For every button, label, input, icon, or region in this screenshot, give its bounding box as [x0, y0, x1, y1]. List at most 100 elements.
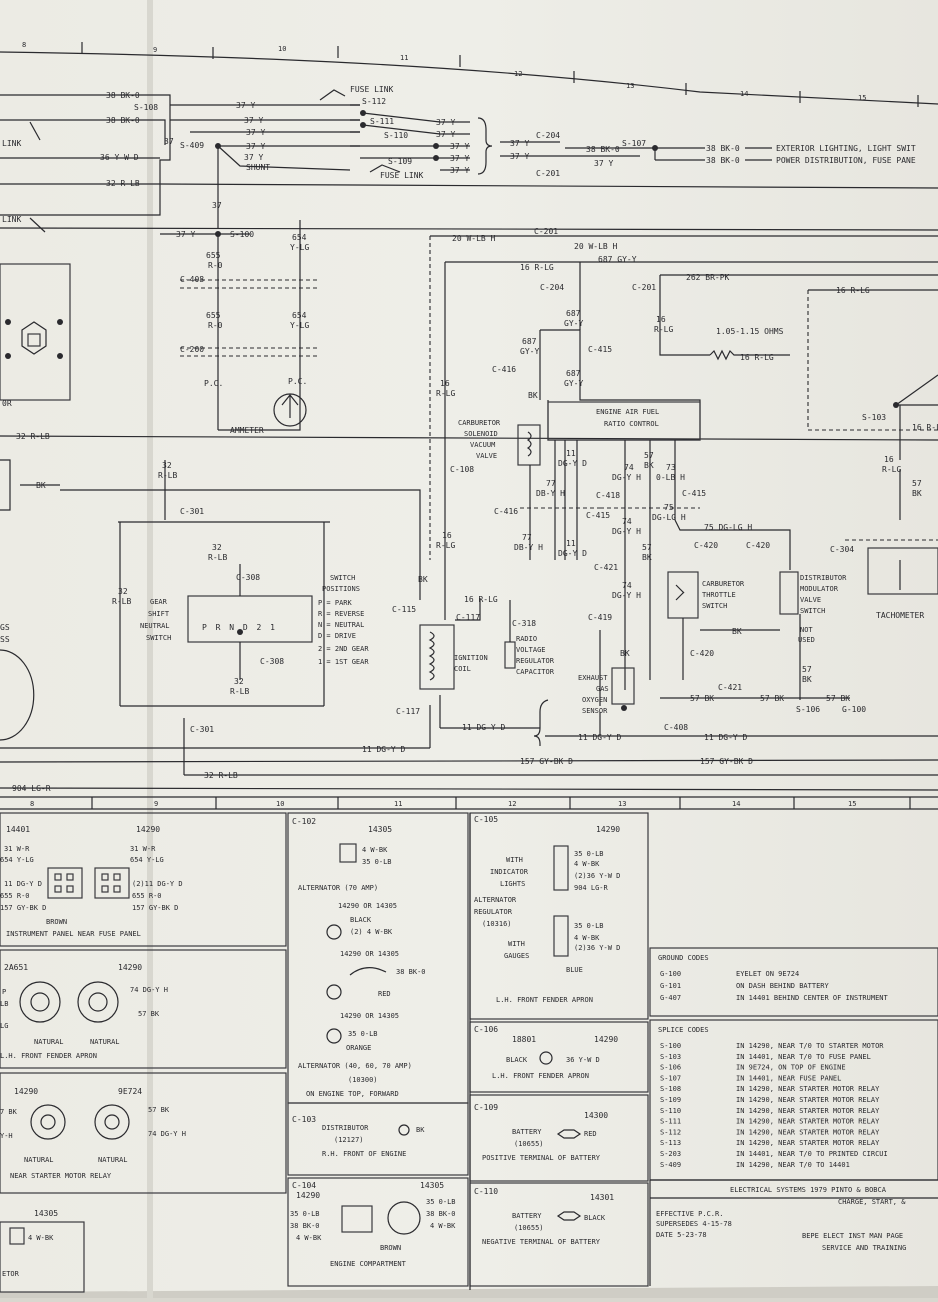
wire-label: BK: [620, 649, 630, 658]
wire-label: 38 BK-0: [706, 144, 740, 153]
wire-label: LINK: [2, 215, 21, 224]
wire-label: 904 LG-R: [12, 784, 51, 793]
wire-label: 32 R-LB: [106, 179, 140, 188]
svg-text:COIL: COIL: [454, 665, 471, 673]
svg-text:REGULATOR: REGULATOR: [516, 657, 555, 665]
connector-label: C-416: [494, 507, 518, 516]
svg-text:NATURAL: NATURAL: [24, 1156, 54, 1164]
grid-number: 9: [153, 46, 157, 54]
svg-text:ON ENGINE TOP, FORWARD: ON ENGINE TOP, FORWARD: [306, 1090, 399, 1098]
connector-c110: C-110 14301 BATTERY (10655) BLACK NEGATI…: [474, 1187, 614, 1246]
connector-p1: 14401 14290 31 W-R 654 Y-LG 11 DG-Y D 65…: [0, 825, 183, 938]
circuit-ref: POWER DISTRIBUTION, FUSE PANE: [776, 156, 916, 165]
splice-code: S-107: [660, 1074, 681, 1082]
wire-label: 37 Y: [244, 153, 263, 162]
ground-code-desc: EYELET ON 9E724: [736, 970, 799, 978]
wire-label: 37 Y: [450, 166, 469, 175]
splice-code-desc: IN 14290, NEAR STARTER MOTOR RELAY: [736, 1107, 880, 1115]
wire-label: R-LG: [654, 325, 673, 334]
wire-label: 20 W-LB H: [452, 234, 496, 243]
connector-label: C-201: [536, 169, 560, 178]
svg-text:BATTERY: BATTERY: [512, 1128, 542, 1136]
splice-label: S-100: [230, 230, 254, 239]
splice-code: S-106: [660, 1064, 681, 1072]
svg-text:ELECTRICAL SYSTEMS 1979 PINTO: ELECTRICAL SYSTEMS 1979 PINTO & BOBCA: [730, 1186, 887, 1194]
connector-label: C-415: [588, 345, 612, 354]
svg-text:4 W-BK: 4 W-BK: [574, 860, 600, 868]
connector-p4: 14305 4 W-BK ETOR: [2, 1209, 58, 1278]
wire-labels: 38 BK-0 S-108 38 BK-0 37 Y 37 Y 37 Y 37 …: [0, 85, 938, 793]
svg-text:GEAR: GEAR: [150, 598, 168, 606]
connector-label: C-301: [190, 725, 214, 734]
wire-label: BK: [644, 461, 654, 470]
connector-label: C-117: [456, 613, 480, 622]
svg-text:BLACK: BLACK: [506, 1056, 528, 1064]
svg-text:4 W-BK: 4 W-BK: [362, 846, 388, 854]
svg-text:RED: RED: [584, 1130, 597, 1138]
svg-text:14290: 14290: [136, 825, 160, 834]
connector-c109: C-109 14300 BATTERY (10655) RED POSITIVE…: [474, 1103, 608, 1162]
wire-label: 655: [206, 251, 221, 260]
splice-code: S-113: [660, 1139, 681, 1147]
grid-number: 14: [732, 800, 740, 808]
connector-label: C-201: [534, 227, 558, 236]
wire-label: 32 R-LB: [204, 771, 238, 780]
splice-code-desc: IN 14401, NEAR FUSE PANEL: [736, 1074, 841, 1082]
svg-text:74 DG-Y H: 74 DG-Y H: [130, 986, 168, 994]
connector-p3: 14290 9E724 57 BK 74 DG-Y H 7 BK Y-H NAT…: [0, 1087, 186, 1180]
svg-text:P = PARK: P = PARK: [318, 599, 353, 607]
switch-positions-legend: SWITCH POSITIONS P = PARK R = REVERSE N …: [318, 574, 369, 666]
connector-label: C-416: [492, 365, 516, 374]
wire-label: 20 W-LB H: [574, 242, 618, 251]
svg-text:(2)36 Y-W D: (2)36 Y-W D: [574, 944, 620, 952]
engine-control-section: [419, 235, 938, 746]
wire-label: SHUNT: [246, 163, 270, 172]
grid-number: 10: [278, 45, 286, 53]
svg-text:ENGINE COMPARTMENT: ENGINE COMPARTMENT: [330, 1260, 407, 1268]
wire-label: 37: [212, 201, 222, 210]
component-label: 0R: [2, 399, 12, 408]
connector-label: C-421: [718, 683, 742, 692]
svg-text:31 W-R: 31 W-R: [4, 845, 30, 853]
svg-text:CHARGE, START, &: CHARGE, START, &: [838, 1198, 906, 1206]
wire-label: 687 GY-Y: [598, 255, 637, 264]
carb-throttle-label: CARBURETOR THROTTLE SWITCH: [702, 580, 745, 610]
wire-label: DG-Y H: [612, 527, 641, 536]
wire-label: 37 Y: [450, 154, 469, 163]
ground-code: G-407: [660, 994, 681, 1002]
wire-label: 73: [666, 463, 676, 472]
svg-text:655 R-0: 655 R-0: [132, 892, 162, 900]
svg-text:OXYGEN: OXYGEN: [582, 696, 607, 704]
svg-text:BATTERY: BATTERY: [512, 1212, 542, 1220]
svg-text:35 0-LB: 35 0-LB: [574, 922, 604, 930]
ground-code: G-100: [660, 970, 681, 978]
splice-code-desc: IN 14290, NEAR T/0 TO 14401: [736, 1161, 850, 1169]
not-used-label: USED: [798, 636, 815, 644]
wire-label: 16: [884, 455, 894, 464]
svg-text:R.H. FRONT OF ENGINE: R.H. FRONT OF ENGINE: [322, 1150, 406, 1158]
splice-label: S-109: [388, 157, 412, 166]
wire-label: 157 GY-BK D: [700, 757, 753, 766]
wire-label: 655: [206, 311, 221, 320]
wire-label: 38 BK-0: [106, 116, 140, 125]
splice-label: S-111: [370, 117, 394, 126]
svg-text:4 W-BK: 4 W-BK: [296, 1234, 322, 1242]
connector-label: C-408: [180, 275, 204, 284]
wire-label: 11: [566, 539, 576, 548]
svg-text:36 Y-W D: 36 Y-W D: [566, 1056, 600, 1064]
splice-code: S-111: [660, 1118, 681, 1126]
ground-code-desc: ON DASH BEHIND BATTERY: [736, 982, 830, 990]
svg-text:ALTERNATOR (40, 60, 70 AMP): ALTERNATOR (40, 60, 70 AMP): [298, 1062, 412, 1070]
svg-text:4 W-BK: 4 W-BK: [28, 1234, 54, 1242]
svg-text:C-104: C-104: [292, 1181, 316, 1190]
svg-text:GAS: GAS: [596, 685, 609, 693]
svg-text:4 W-BK: 4 W-BK: [430, 1222, 456, 1230]
svg-text:14401: 14401: [6, 825, 30, 834]
splice-code-desc: IN 14290, NEAR STARTER MOTOR RELAY: [736, 1096, 880, 1104]
ground-codes-title: GROUND CODES: [658, 954, 709, 962]
wire-label: 37 Y: [450, 142, 469, 151]
wire-label: 37 Y: [246, 128, 265, 137]
wire-label: 11 DG-Y D: [362, 745, 406, 754]
wire-label: 654: [292, 311, 307, 320]
splice-code: S-108: [660, 1085, 681, 1093]
